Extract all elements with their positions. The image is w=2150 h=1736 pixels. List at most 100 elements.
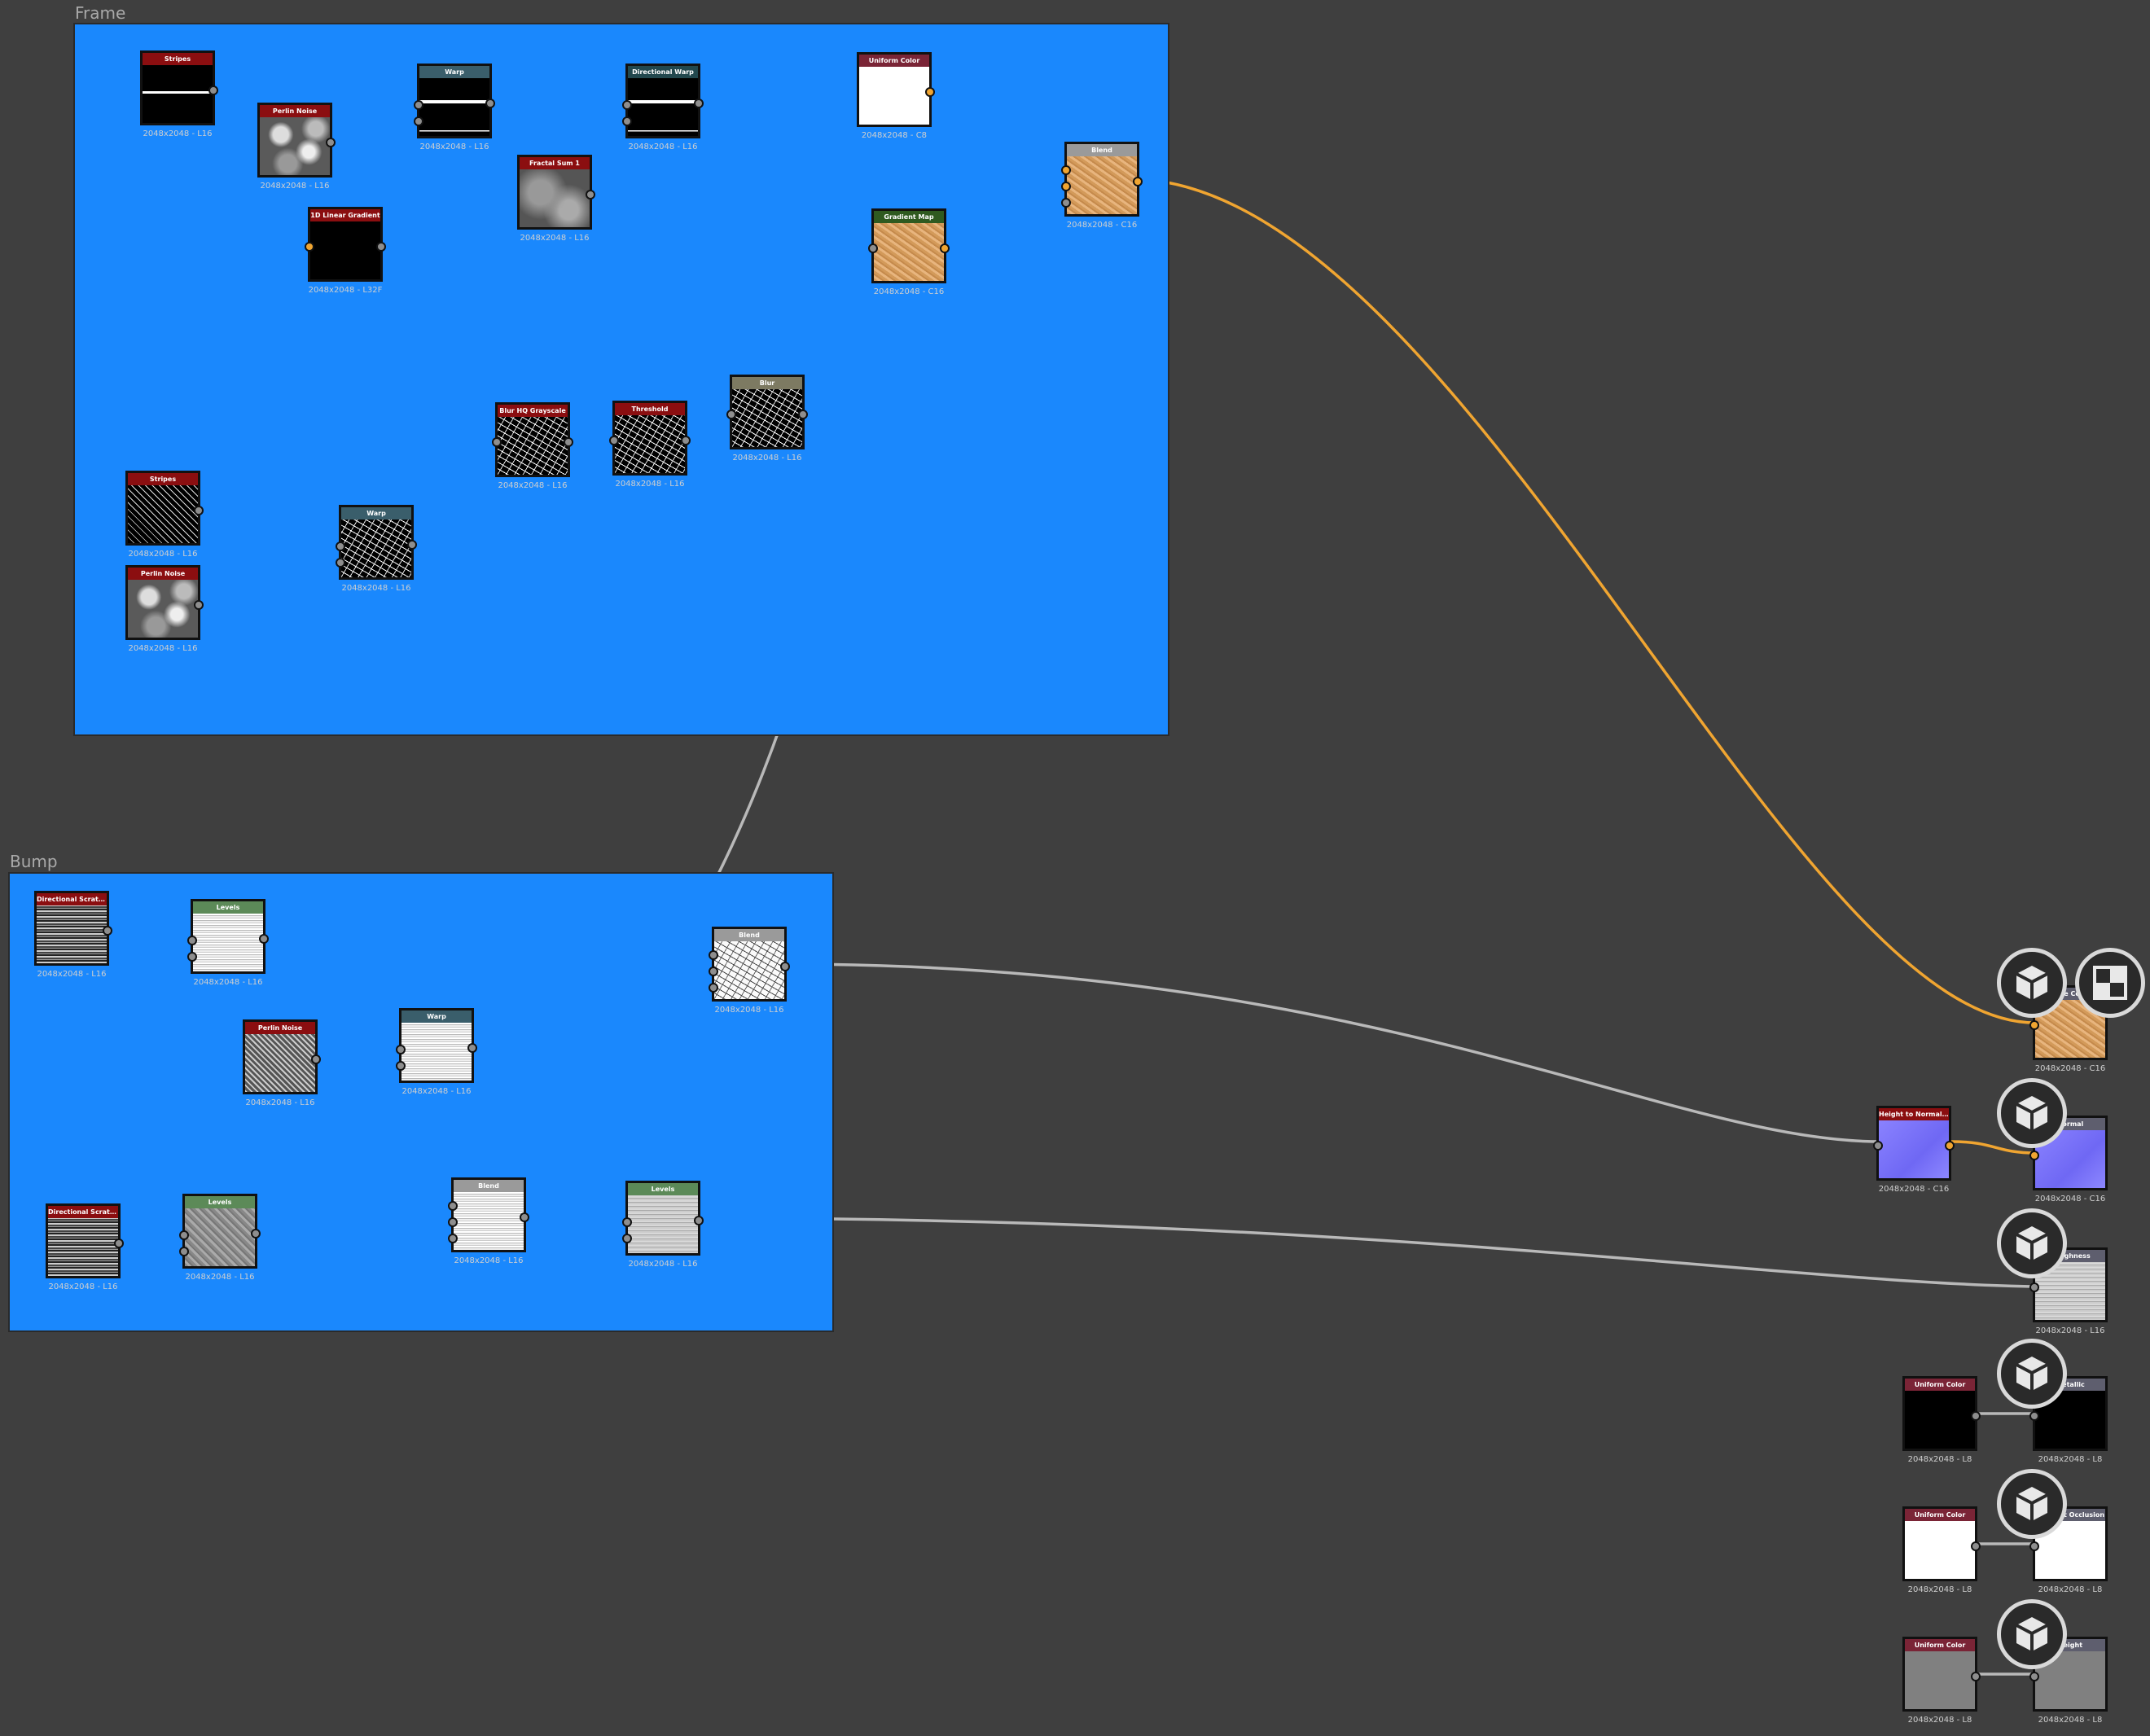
output-port[interactable] xyxy=(520,1212,529,1222)
view-3d-button[interactable] xyxy=(1997,1208,2067,1278)
node-dirscratch2[interactable]: Directional Scratches2048x2048 - L16 xyxy=(46,1203,124,1291)
view-3d-button[interactable] xyxy=(1997,1078,2067,1148)
input-port[interactable] xyxy=(2029,1541,2039,1551)
input-port[interactable] xyxy=(709,950,718,960)
frame-frame[interactable] xyxy=(73,23,1169,736)
output-port[interactable] xyxy=(780,962,790,971)
input-port[interactable] xyxy=(179,1230,189,1240)
view-3d-button[interactable] xyxy=(1997,948,2067,1018)
output-port[interactable] xyxy=(694,99,704,108)
input-port[interactable] xyxy=(305,242,314,252)
output-port[interactable] xyxy=(311,1054,321,1064)
input-port[interactable] xyxy=(709,967,718,976)
input-port[interactable] xyxy=(1061,165,1071,175)
output-port[interactable] xyxy=(1971,1541,1981,1551)
input-port[interactable] xyxy=(396,1061,406,1071)
frame-label-bump[interactable]: Bump xyxy=(10,852,58,871)
output-port[interactable] xyxy=(694,1216,704,1225)
output-port[interactable] xyxy=(407,540,417,550)
input-port[interactable] xyxy=(492,437,502,447)
frame-label-frame[interactable]: Frame xyxy=(75,3,126,23)
input-port[interactable] xyxy=(187,952,197,962)
input-port[interactable] xyxy=(336,541,345,551)
input-port[interactable] xyxy=(622,1234,632,1243)
input-port[interactable] xyxy=(2029,1151,2039,1160)
input-port[interactable] xyxy=(414,100,423,110)
input-port[interactable] xyxy=(2029,1672,2039,1681)
input-port[interactable] xyxy=(622,100,632,110)
output-port[interactable] xyxy=(925,87,935,97)
input-port[interactable] xyxy=(179,1247,189,1256)
node-dirscratch1[interactable]: Directional Scratches2048x2048 - L16 xyxy=(34,891,112,979)
input-port[interactable] xyxy=(1061,182,1071,191)
input-port[interactable] xyxy=(448,1217,458,1227)
input-port[interactable] xyxy=(2029,1411,2039,1421)
input-port[interactable] xyxy=(2029,1020,2039,1030)
input-port[interactable] xyxy=(709,983,718,993)
input-port[interactable] xyxy=(187,936,197,945)
output-port[interactable] xyxy=(208,85,218,95)
output-port[interactable] xyxy=(251,1229,261,1238)
output-port[interactable] xyxy=(1945,1141,1955,1151)
input-port[interactable] xyxy=(2029,1282,2039,1292)
input-port[interactable] xyxy=(622,1217,632,1227)
input-port[interactable] xyxy=(396,1045,406,1054)
input-port[interactable] xyxy=(448,1234,458,1243)
view-2d-button[interactable] xyxy=(2075,948,2145,1018)
output-port[interactable] xyxy=(1133,177,1143,186)
output-port[interactable] xyxy=(103,926,112,936)
output-port[interactable] xyxy=(194,506,204,515)
view-3d-button[interactable] xyxy=(1997,1339,2067,1409)
input-port[interactable] xyxy=(1873,1141,1883,1151)
view-3d-button[interactable] xyxy=(1997,1599,2067,1669)
output-port[interactable] xyxy=(259,934,269,944)
input-port[interactable] xyxy=(622,116,632,126)
input-port[interactable] xyxy=(726,410,736,419)
input-port[interactable] xyxy=(336,558,345,568)
output-port[interactable] xyxy=(1971,1411,1981,1421)
output-port[interactable] xyxy=(376,242,386,252)
output-port[interactable] xyxy=(798,410,808,419)
output-port[interactable] xyxy=(467,1043,477,1053)
output-port[interactable] xyxy=(114,1238,124,1248)
output-port[interactable] xyxy=(564,437,573,447)
input-port[interactable] xyxy=(414,116,423,126)
input-port[interactable] xyxy=(609,436,619,445)
view-3d-button[interactable] xyxy=(1997,1469,2067,1539)
output-port[interactable] xyxy=(586,190,595,199)
output-port[interactable] xyxy=(326,138,336,147)
node-h2n[interactable]: Height to Normal World...2048x2048 - C16 xyxy=(1873,1106,1955,1194)
output-port[interactable] xyxy=(194,600,204,610)
output-port[interactable] xyxy=(485,99,495,108)
output-port[interactable] xyxy=(681,436,691,445)
output-port[interactable] xyxy=(940,243,950,253)
input-port[interactable] xyxy=(448,1201,458,1211)
output-port[interactable] xyxy=(1971,1672,1981,1681)
input-port[interactable] xyxy=(868,243,878,253)
